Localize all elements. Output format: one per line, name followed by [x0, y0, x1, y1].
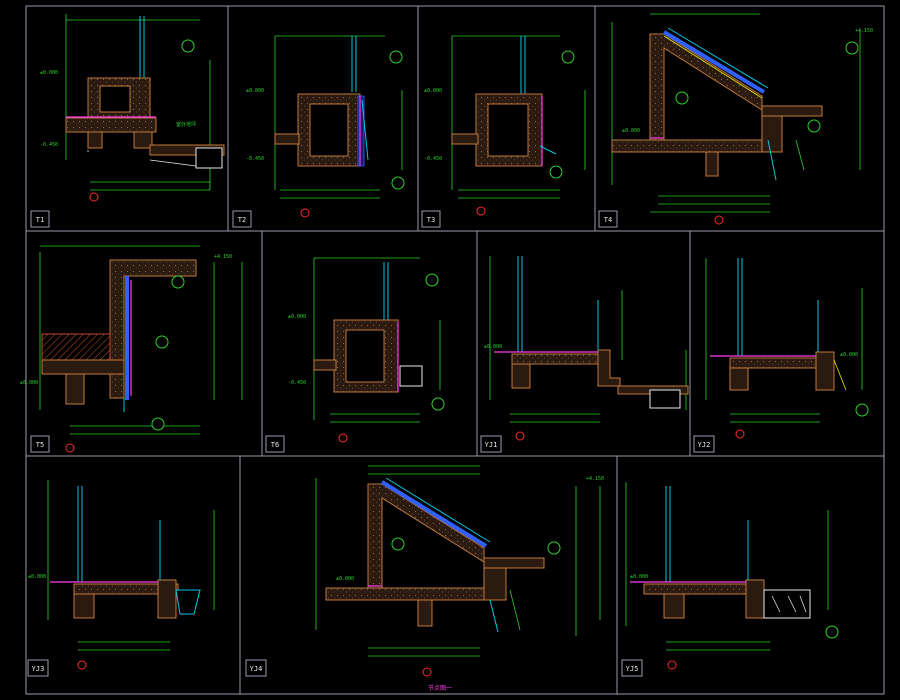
- detail-tag-yj5: YJ5: [621, 659, 643, 677]
- detail-tag-t3: T3: [421, 210, 441, 228]
- svg-text:±0.000: ±0.000: [20, 380, 38, 386]
- svg-text:±0.000: ±0.000: [336, 576, 354, 582]
- detail-t6: ±0.000 -0.450: [288, 257, 445, 443]
- detail-label-yj3: YJ3: [32, 665, 45, 673]
- svg-text:+4.150: +4.150: [214, 254, 232, 260]
- detail-tag-t6: T6: [265, 435, 285, 453]
- svg-text:±0.000: ±0.000: [622, 128, 640, 134]
- detail-t1: ±0.000 -0.450 室外地坪: [40, 14, 225, 202]
- detail-tag-yj2: YJ2: [693, 435, 715, 453]
- detail-label-yj1: YJ1: [485, 441, 498, 449]
- detail-label-t3: T3: [427, 216, 435, 224]
- svg-text:-0.450: -0.450: [246, 156, 264, 162]
- detail-tag-yj3: YJ3: [27, 659, 49, 677]
- detail-t2: ±0.000 -0.450: [246, 35, 405, 218]
- detail-t5: +4.150 ±0.000: [20, 245, 243, 453]
- svg-text:±0.000: ±0.000: [28, 574, 46, 580]
- detail-yj5: ±0.000: [625, 482, 839, 670]
- detail-label-yj2: YJ2: [698, 441, 711, 449]
- detail-label-t4: T4: [604, 216, 612, 224]
- svg-text:±0.000: ±0.000: [630, 574, 648, 580]
- detail-label-t6: T6: [271, 441, 279, 449]
- detail-yj2: ±0.000: [705, 258, 869, 439]
- svg-text:±0.000: ±0.000: [246, 88, 264, 94]
- detail-label-t2: T2: [238, 216, 246, 224]
- detail-tag-yj1: YJ1: [480, 435, 502, 453]
- detail-label-yj5: YJ5: [626, 665, 639, 673]
- svg-text:-0.450: -0.450: [424, 156, 442, 162]
- svg-text:±0.000: ±0.000: [288, 314, 306, 320]
- detail-label-yj4: YJ4: [250, 665, 263, 673]
- detail-t3: ±0.000 -0.450: [424, 35, 586, 216]
- sheet-title: 节点图一: [428, 684, 452, 692]
- detail-yj1: ±0.000: [484, 256, 689, 441]
- svg-text:-0.450: -0.450: [40, 142, 58, 148]
- detail-tag-t4: T4: [598, 210, 618, 228]
- detail-label-t5: T5: [36, 441, 44, 449]
- detail-tag-t2: T2: [232, 210, 252, 228]
- svg-text:±0.000: ±0.000: [424, 88, 442, 94]
- svg-text:+4.150: +4.150: [586, 476, 604, 482]
- detail-tag-t5: T5: [30, 435, 50, 453]
- detail-yj4: ±0.000 +4.150: [315, 465, 604, 677]
- svg-text:室外地坪: 室外地坪: [176, 121, 196, 128]
- detail-label-t1: T1: [36, 216, 44, 224]
- detail-yj3: ±0.000: [28, 480, 215, 670]
- detail-tag-t1: T1: [30, 210, 50, 228]
- svg-text:±0.000: ±0.000: [840, 352, 858, 358]
- svg-text:±0.000: ±0.000: [40, 70, 58, 76]
- detail-t4: ±0.000 +4.150: [611, 13, 873, 225]
- detail-tag-yj4: YJ4: [245, 659, 267, 677]
- svg-text:-0.450: -0.450: [288, 380, 306, 386]
- sheet-frame: [25, 5, 885, 695]
- svg-text:+4.150: +4.150: [855, 28, 873, 34]
- svg-text:±0.000: ±0.000: [484, 344, 502, 350]
